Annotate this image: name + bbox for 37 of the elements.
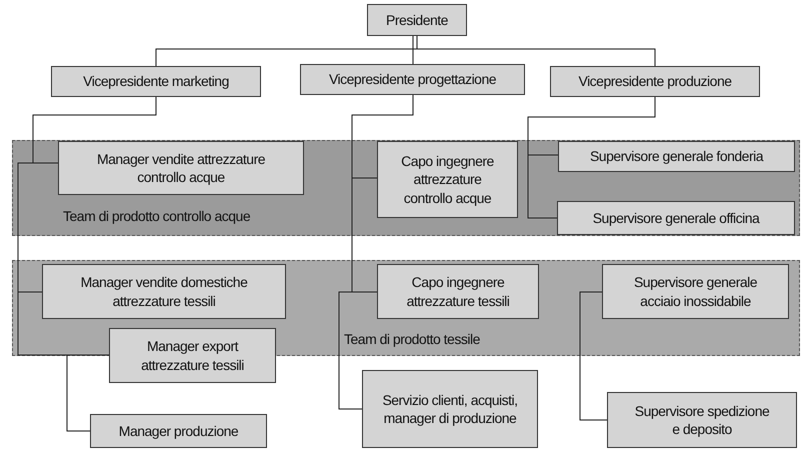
position-box xyxy=(362,370,538,448)
connector-line xyxy=(412,36,414,64)
connector-line xyxy=(416,36,656,66)
position-box xyxy=(367,4,467,36)
position-box xyxy=(42,264,286,319)
position-box xyxy=(550,66,760,97)
position-title: Manager vendite attrezzature controllo acque xyxy=(96,150,266,186)
position-box xyxy=(607,392,797,448)
position-box xyxy=(602,264,789,319)
position-title: Manager export attrezzature tessili xyxy=(140,337,245,374)
position-title: Supervisore spedizione e deposito xyxy=(634,402,770,438)
position-title: Vicepresidente marketing xyxy=(83,72,229,91)
team-band xyxy=(12,140,800,236)
position-box xyxy=(377,141,518,218)
position-box xyxy=(377,264,539,319)
position-title: Supervisore generale officina xyxy=(592,208,760,228)
position-title: Supervisore generale acciaio inossidabile xyxy=(632,273,758,310)
position-title: Capo ingegnere attrezzature controllo acque xyxy=(400,152,495,207)
position-box xyxy=(557,201,795,235)
position-box xyxy=(58,141,304,195)
position-box xyxy=(90,414,267,448)
position-box xyxy=(558,141,795,172)
connector-line xyxy=(580,292,608,420)
team-label: Team di prodotto controllo acque xyxy=(63,208,250,224)
position-title: Supervisore generale fonderia xyxy=(590,147,764,166)
position-title: Manager produzione xyxy=(118,422,238,440)
position-box xyxy=(51,66,261,97)
position-title: Servizio clienti, acquisti, manager di produzione xyxy=(381,390,519,428)
position-box xyxy=(109,328,276,383)
position-title: Vicepresidente produzione xyxy=(578,72,732,91)
team-band xyxy=(12,260,800,356)
position-box xyxy=(300,64,525,95)
position-title: Vicepresidente progettazione xyxy=(328,70,496,89)
position-title: Presidente xyxy=(386,10,448,30)
position-title: Manager vendite domestiche attrezzature tessili xyxy=(80,273,248,310)
position-title: Capo ingegnere attrezzature tessili xyxy=(406,273,510,310)
team-label: Team di prodotto tessile xyxy=(344,331,480,347)
